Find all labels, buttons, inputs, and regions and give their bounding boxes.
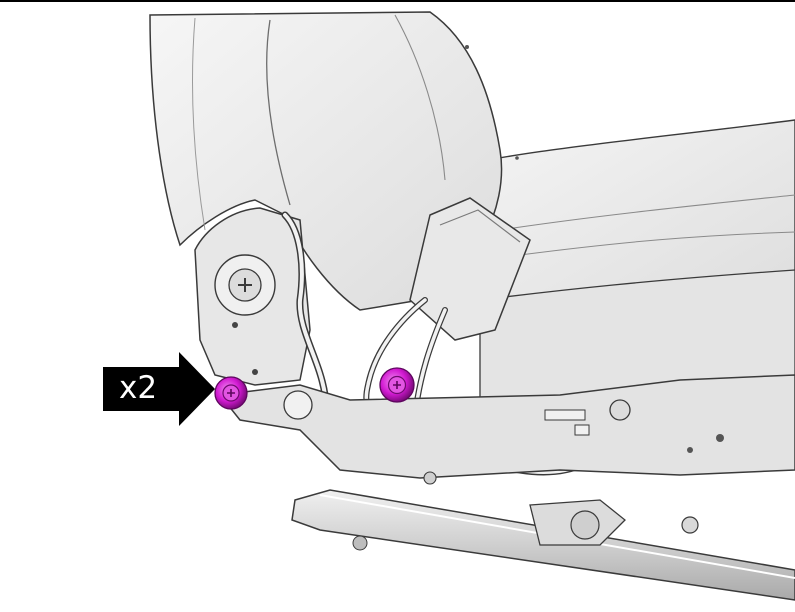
bolt-rear [379, 367, 415, 403]
quantity-callout: x2 [103, 352, 216, 426]
callout-label: x2 [119, 370, 158, 406]
seatback [149, 11, 519, 311]
seat-rail [291, 489, 795, 601]
bolt-front [214, 376, 248, 410]
top-rule [0, 0, 795, 2]
seat-frame [218, 374, 795, 485]
seat-belt-buckle [409, 197, 531, 341]
recliner-bracket [194, 207, 311, 386]
callout-arrow-icon [103, 352, 215, 426]
